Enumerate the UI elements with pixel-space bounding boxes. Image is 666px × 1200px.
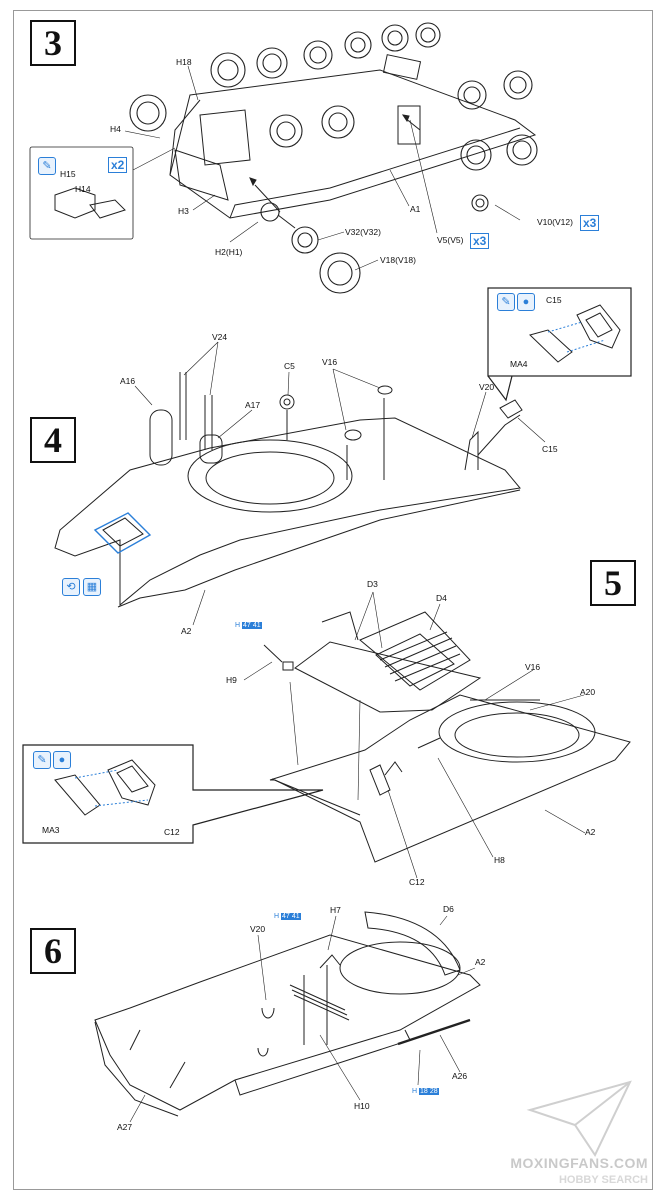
step3-hull-drawing — [169, 54, 537, 219]
watermark-text: MOXINGFANS.COM — [510, 1155, 648, 1171]
quantity-badge: x3 — [470, 233, 490, 249]
part-label: C12 — [409, 877, 425, 887]
step5-part-inset — [22, 744, 324, 844]
glue-icon: ✎ — [38, 157, 56, 175]
glue-icon: ✎ — [33, 751, 51, 769]
part-label: H2(H1) — [215, 247, 243, 257]
quantity-badge: x3 — [580, 215, 600, 231]
step4-hull-drawing — [54, 372, 523, 608]
part-label: H4 — [110, 124, 121, 134]
part-label: C15 — [546, 295, 562, 305]
step-number-5: 5 — [590, 560, 636, 606]
part-label: A1 — [410, 204, 421, 214]
paint-drop-icon: ● — [517, 293, 535, 311]
part-label: C15 — [542, 444, 558, 454]
part-label: A20 — [580, 687, 596, 697]
part-label: H18 — [176, 57, 192, 67]
part-label: A26 — [452, 1071, 468, 1081]
part-label: H15 — [60, 169, 76, 179]
part-label: V20 — [250, 924, 266, 934]
step5-hull-drawing — [263, 611, 631, 863]
step3-leaders — [124, 65, 521, 271]
part-label: H10 — [354, 1101, 370, 1111]
step6-leaders — [129, 915, 476, 1123]
texture-icon: ▦ — [83, 578, 101, 596]
step-number-4: 4 — [30, 417, 76, 463]
step4-part-inset — [487, 287, 632, 402]
part-label: V10(V12) — [537, 217, 573, 227]
glue-icon: ✎ — [497, 293, 515, 311]
step3-part-inset — [29, 146, 176, 240]
part-label: A2 — [585, 827, 596, 837]
part-label: V5(V5) — [437, 235, 464, 245]
part-label: H8 — [494, 855, 505, 865]
part-label: D4 — [436, 593, 447, 603]
part-label: A2 — [181, 626, 192, 636]
symmetry-icon: ⟲ — [62, 578, 80, 596]
step6-hull-drawing — [94, 911, 481, 1117]
step4-leaders — [134, 341, 546, 626]
part-label: A17 — [245, 400, 261, 410]
part-label: A27 — [117, 1122, 133, 1132]
part-label: C5 — [284, 361, 295, 371]
step-number-3: 3 — [30, 20, 76, 66]
part-label: H7 — [330, 905, 341, 915]
quantity-badge: x2 — [108, 157, 128, 173]
watermark-logo — [526, 1080, 632, 1158]
part-label: V20 — [479, 382, 495, 392]
watermark-subtext: HOBBY SEARCH — [558, 1174, 648, 1186]
part-label: H3 — [178, 206, 189, 216]
part-label: A2 — [475, 957, 486, 967]
part-label: D3 — [367, 579, 378, 589]
part-label: V16 — [322, 357, 338, 367]
part-label: V24 — [212, 332, 228, 342]
page-frame — [13, 10, 653, 1190]
step3-arrows — [249, 114, 421, 229]
part-label: C12 — [164, 827, 180, 837]
part-label: V18(V18) — [380, 255, 416, 265]
part-label: H9 — [226, 675, 237, 685]
part-label: H14 — [75, 184, 91, 194]
part-label: MA4 — [510, 359, 528, 369]
part-label: V16 — [525, 662, 541, 672]
part-label: MA3 — [42, 825, 60, 835]
part-label: D6 — [443, 904, 454, 914]
step5-leaders — [243, 591, 586, 879]
part-label: A16 — [120, 376, 136, 386]
part-label: V32(V32) — [345, 227, 381, 237]
paint-drop-icon: ● — [53, 751, 71, 769]
step-number-6: 6 — [30, 928, 76, 974]
